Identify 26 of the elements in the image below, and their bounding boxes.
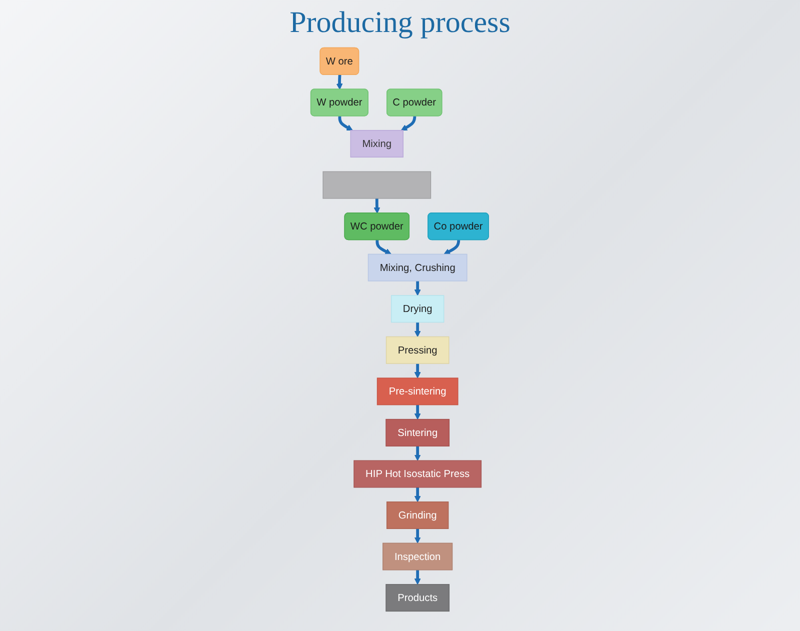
- arrow: [414, 570, 422, 585]
- arrow: [414, 322, 422, 338]
- arrow: [376, 240, 392, 254]
- arrow: [336, 74, 343, 90]
- node-box: Pressing: [386, 336, 450, 364]
- arrow: [414, 528, 422, 544]
- node-box: Mixing, Crushing: [368, 254, 468, 282]
- arrow: [338, 116, 354, 131]
- arrow: [414, 404, 422, 420]
- node-box: Products: [386, 584, 450, 612]
- node-box: Pre-sintering: [377, 378, 459, 406]
- arrow: [374, 198, 380, 214]
- node-box: HIP Hot Isostatic Press: [354, 460, 482, 488]
- arrow: [414, 280, 422, 296]
- node-box: Inspection: [382, 542, 453, 570]
- arrow: [444, 240, 460, 254]
- arrow: [414, 487, 422, 502]
- node-bar: [322, 171, 432, 199]
- arrow: [414, 446, 422, 461]
- node-box: Grinding: [386, 502, 449, 529]
- node-box: Drying: [391, 295, 444, 323]
- arrow: [414, 363, 422, 378]
- node-box: Sintering: [386, 418, 450, 446]
- arrow: [401, 116, 416, 131]
- diagram-title: Producing process: [290, 6, 510, 40]
- node-box: Mixing: [350, 130, 404, 158]
